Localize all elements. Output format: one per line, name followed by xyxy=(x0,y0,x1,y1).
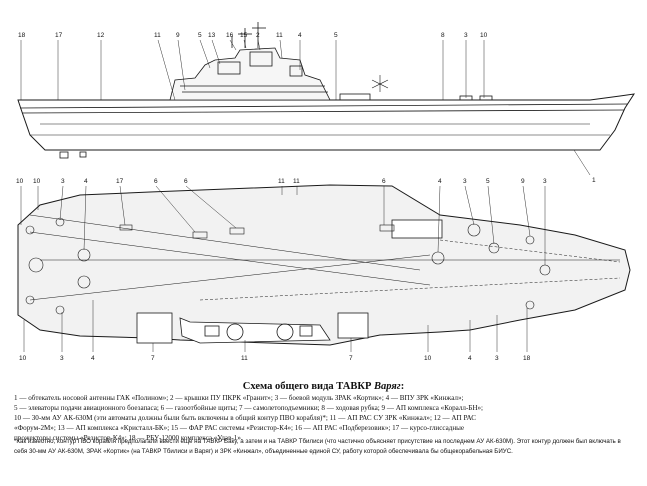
plan-label: 6 xyxy=(154,178,158,185)
side-label: 17 xyxy=(55,32,63,39)
legend-line: 10 — 30-мм АУ АК-630М (эти автоматы долж… xyxy=(14,414,476,423)
plan-label: 5 xyxy=(486,178,490,185)
plan-label: 3 xyxy=(495,355,499,362)
plan-label: 10 xyxy=(16,178,24,185)
plan-label: 4 xyxy=(438,178,442,185)
plan-view-bottom-labels: 10 3 4 7 11 7 10 4 3 18 xyxy=(19,355,531,362)
side-label: 13 xyxy=(208,32,216,39)
side-view xyxy=(17,22,636,176)
side-view-labels: 18 17 12 11 9 5 13 16 15 2 11 4 5 8 3 10… xyxy=(18,32,596,184)
plan-label: 10 xyxy=(19,355,27,362)
side-label: 4 xyxy=(298,32,302,39)
side-label: 5 xyxy=(198,32,202,39)
plan-label: 4 xyxy=(84,178,88,185)
plan-label: 3 xyxy=(61,178,65,185)
side-label: 16 xyxy=(226,32,234,39)
side-label: 11 xyxy=(276,32,283,39)
legend: 1 — обтекатель носовой антенны ГАК «Поли… xyxy=(14,393,634,443)
plan-label: 9 xyxy=(521,178,525,185)
legend-line: 5 — элеваторы подачи авиационного боезап… xyxy=(14,404,484,413)
plan-label: 11 xyxy=(241,355,248,362)
footnote: *Как известно, контур ПВО корабля предпо… xyxy=(14,438,621,455)
island xyxy=(169,47,331,101)
plan-view-top-labels: 10 10 3 4 17 6 6 11 11 6 4 3 5 9 3 xyxy=(16,178,547,185)
plan-label: 3 xyxy=(543,178,547,185)
side-label: 3 xyxy=(464,32,468,39)
plan-label: 18 xyxy=(523,355,531,362)
side-label: 1 xyxy=(592,177,596,184)
plan-label: 3 xyxy=(463,178,467,185)
side-label: 12 xyxy=(97,32,105,39)
legend-line: прожекторы системы «Резистор-К4»; 18 — Р… xyxy=(14,434,243,443)
legend-line: «Форум-2М»; 13 — АП комплекса «Кристалл-… xyxy=(14,424,465,433)
caption-title: Схема общего вида ТАВКР Варяг: xyxy=(242,381,405,392)
plan-label: 7 xyxy=(349,355,353,362)
side-label: 18 xyxy=(18,32,26,39)
ship-name: Варяг xyxy=(374,381,401,392)
plan-label: 6 xyxy=(184,178,188,185)
plan-label: 11 xyxy=(293,178,300,185)
flight-deck xyxy=(17,184,631,346)
side-label: 9 xyxy=(176,32,180,39)
plan-label: 17 xyxy=(116,178,124,185)
plan-label: 6 xyxy=(382,178,386,185)
plan-label: 4 xyxy=(91,355,95,362)
side-label: 15 xyxy=(240,32,248,39)
legend-line: 1 — обтекатель носовой антенны ГАК «Поли… xyxy=(14,394,464,402)
side-label: 5 xyxy=(334,32,338,39)
plan-view xyxy=(17,184,631,352)
side-hull xyxy=(17,93,636,151)
plan-label: 10 xyxy=(33,178,41,185)
side-label: 11 xyxy=(154,32,161,39)
plan-label: 10 xyxy=(424,355,432,362)
plan-label: 11 xyxy=(278,178,285,185)
plan-label: 4 xyxy=(468,355,472,362)
side-label: 10 xyxy=(480,32,488,39)
side-label: 2 xyxy=(256,32,260,39)
plan-label: 7 xyxy=(151,355,155,362)
carrier-schematic: 18 17 12 11 9 5 13 16 15 2 11 4 5 8 3 10… xyxy=(16,22,636,362)
plan-label: 3 xyxy=(60,355,64,362)
side-label: 8 xyxy=(441,32,445,39)
